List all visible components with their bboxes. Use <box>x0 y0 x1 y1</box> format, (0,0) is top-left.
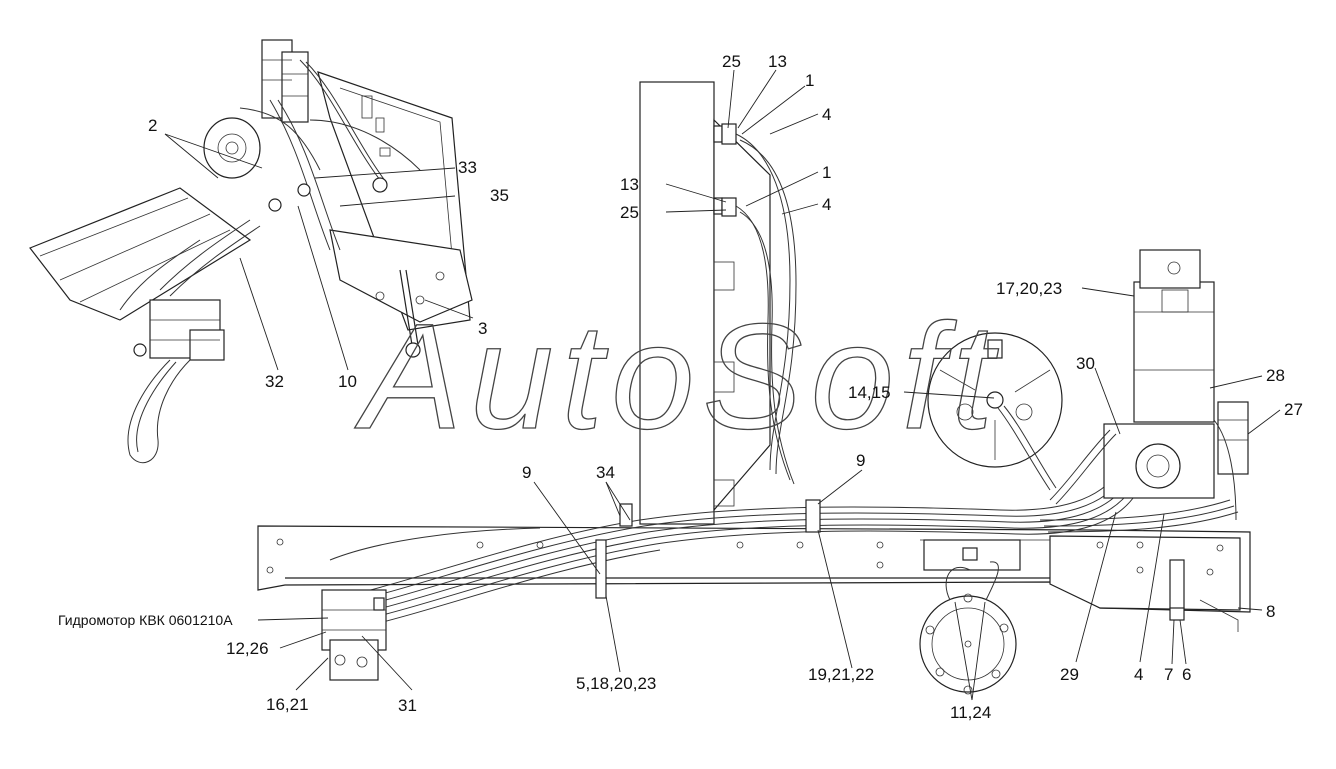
callout-5-18-20-23: 5,18,20,23 <box>576 674 656 693</box>
callout-13-top: 13 <box>768 52 787 71</box>
callout-25-top: 25 <box>722 52 741 71</box>
callout-12-26: 12,26 <box>226 639 269 658</box>
callout-27: 27 <box>1284 400 1303 419</box>
callout-35: 35 <box>490 186 509 205</box>
pump-unit <box>1049 249 1249 521</box>
callout-3: 3 <box>478 319 487 338</box>
callout-13-mid: 13 <box>620 175 639 194</box>
callout-33: 33 <box>458 158 477 177</box>
callout-34: 34 <box>596 463 615 482</box>
callout-7: 7 <box>1164 665 1173 684</box>
callout-32: 32 <box>265 372 284 391</box>
callout-2: 2 <box>148 116 157 135</box>
callout-1-mid: 1 <box>822 163 831 182</box>
callout-25-mid: 25 <box>620 203 639 222</box>
callout-11-24: 11,24 <box>950 703 991 722</box>
chassis-frame <box>257 525 1251 632</box>
callouts: 2 33 35 3 32 10 25 13 1 4 13 25 1 4 17,2… <box>58 52 1303 722</box>
valve-block-assembly <box>29 39 473 464</box>
callout-16-21: 16,21 <box>266 695 309 714</box>
callout-28: 28 <box>1266 366 1285 385</box>
leader-lines <box>164 69 1281 701</box>
callout-1-top: 1 <box>805 71 814 90</box>
callout-9-right: 9 <box>856 451 865 470</box>
callout-10: 10 <box>338 372 357 391</box>
watermark: AutoSoft <box>354 292 1001 460</box>
callout-4-top: 4 <box>822 105 831 124</box>
callout-14-15: 14,15 <box>848 383 891 402</box>
callout-9-left: 9 <box>522 463 531 482</box>
callout-19-21-22: 19,21,22 <box>808 665 874 684</box>
callout-29: 29 <box>1060 665 1079 684</box>
tank-flange <box>927 332 1063 491</box>
hydraulic-motor <box>321 589 387 681</box>
callout-4-bottom: 4 <box>1134 665 1143 684</box>
callout-8: 8 <box>1266 602 1275 621</box>
callout-4-mid: 4 <box>822 195 831 214</box>
callout-31: 31 <box>398 696 417 715</box>
callout-17-20-23: 17,20,23 <box>996 279 1062 298</box>
flanged-motor <box>919 539 1021 695</box>
callout-30: 30 <box>1076 354 1095 373</box>
cooler-radiator <box>639 81 797 525</box>
motor-label: Гидромотор КВК 0601210А <box>58 612 233 628</box>
callout-6: 6 <box>1182 665 1191 684</box>
